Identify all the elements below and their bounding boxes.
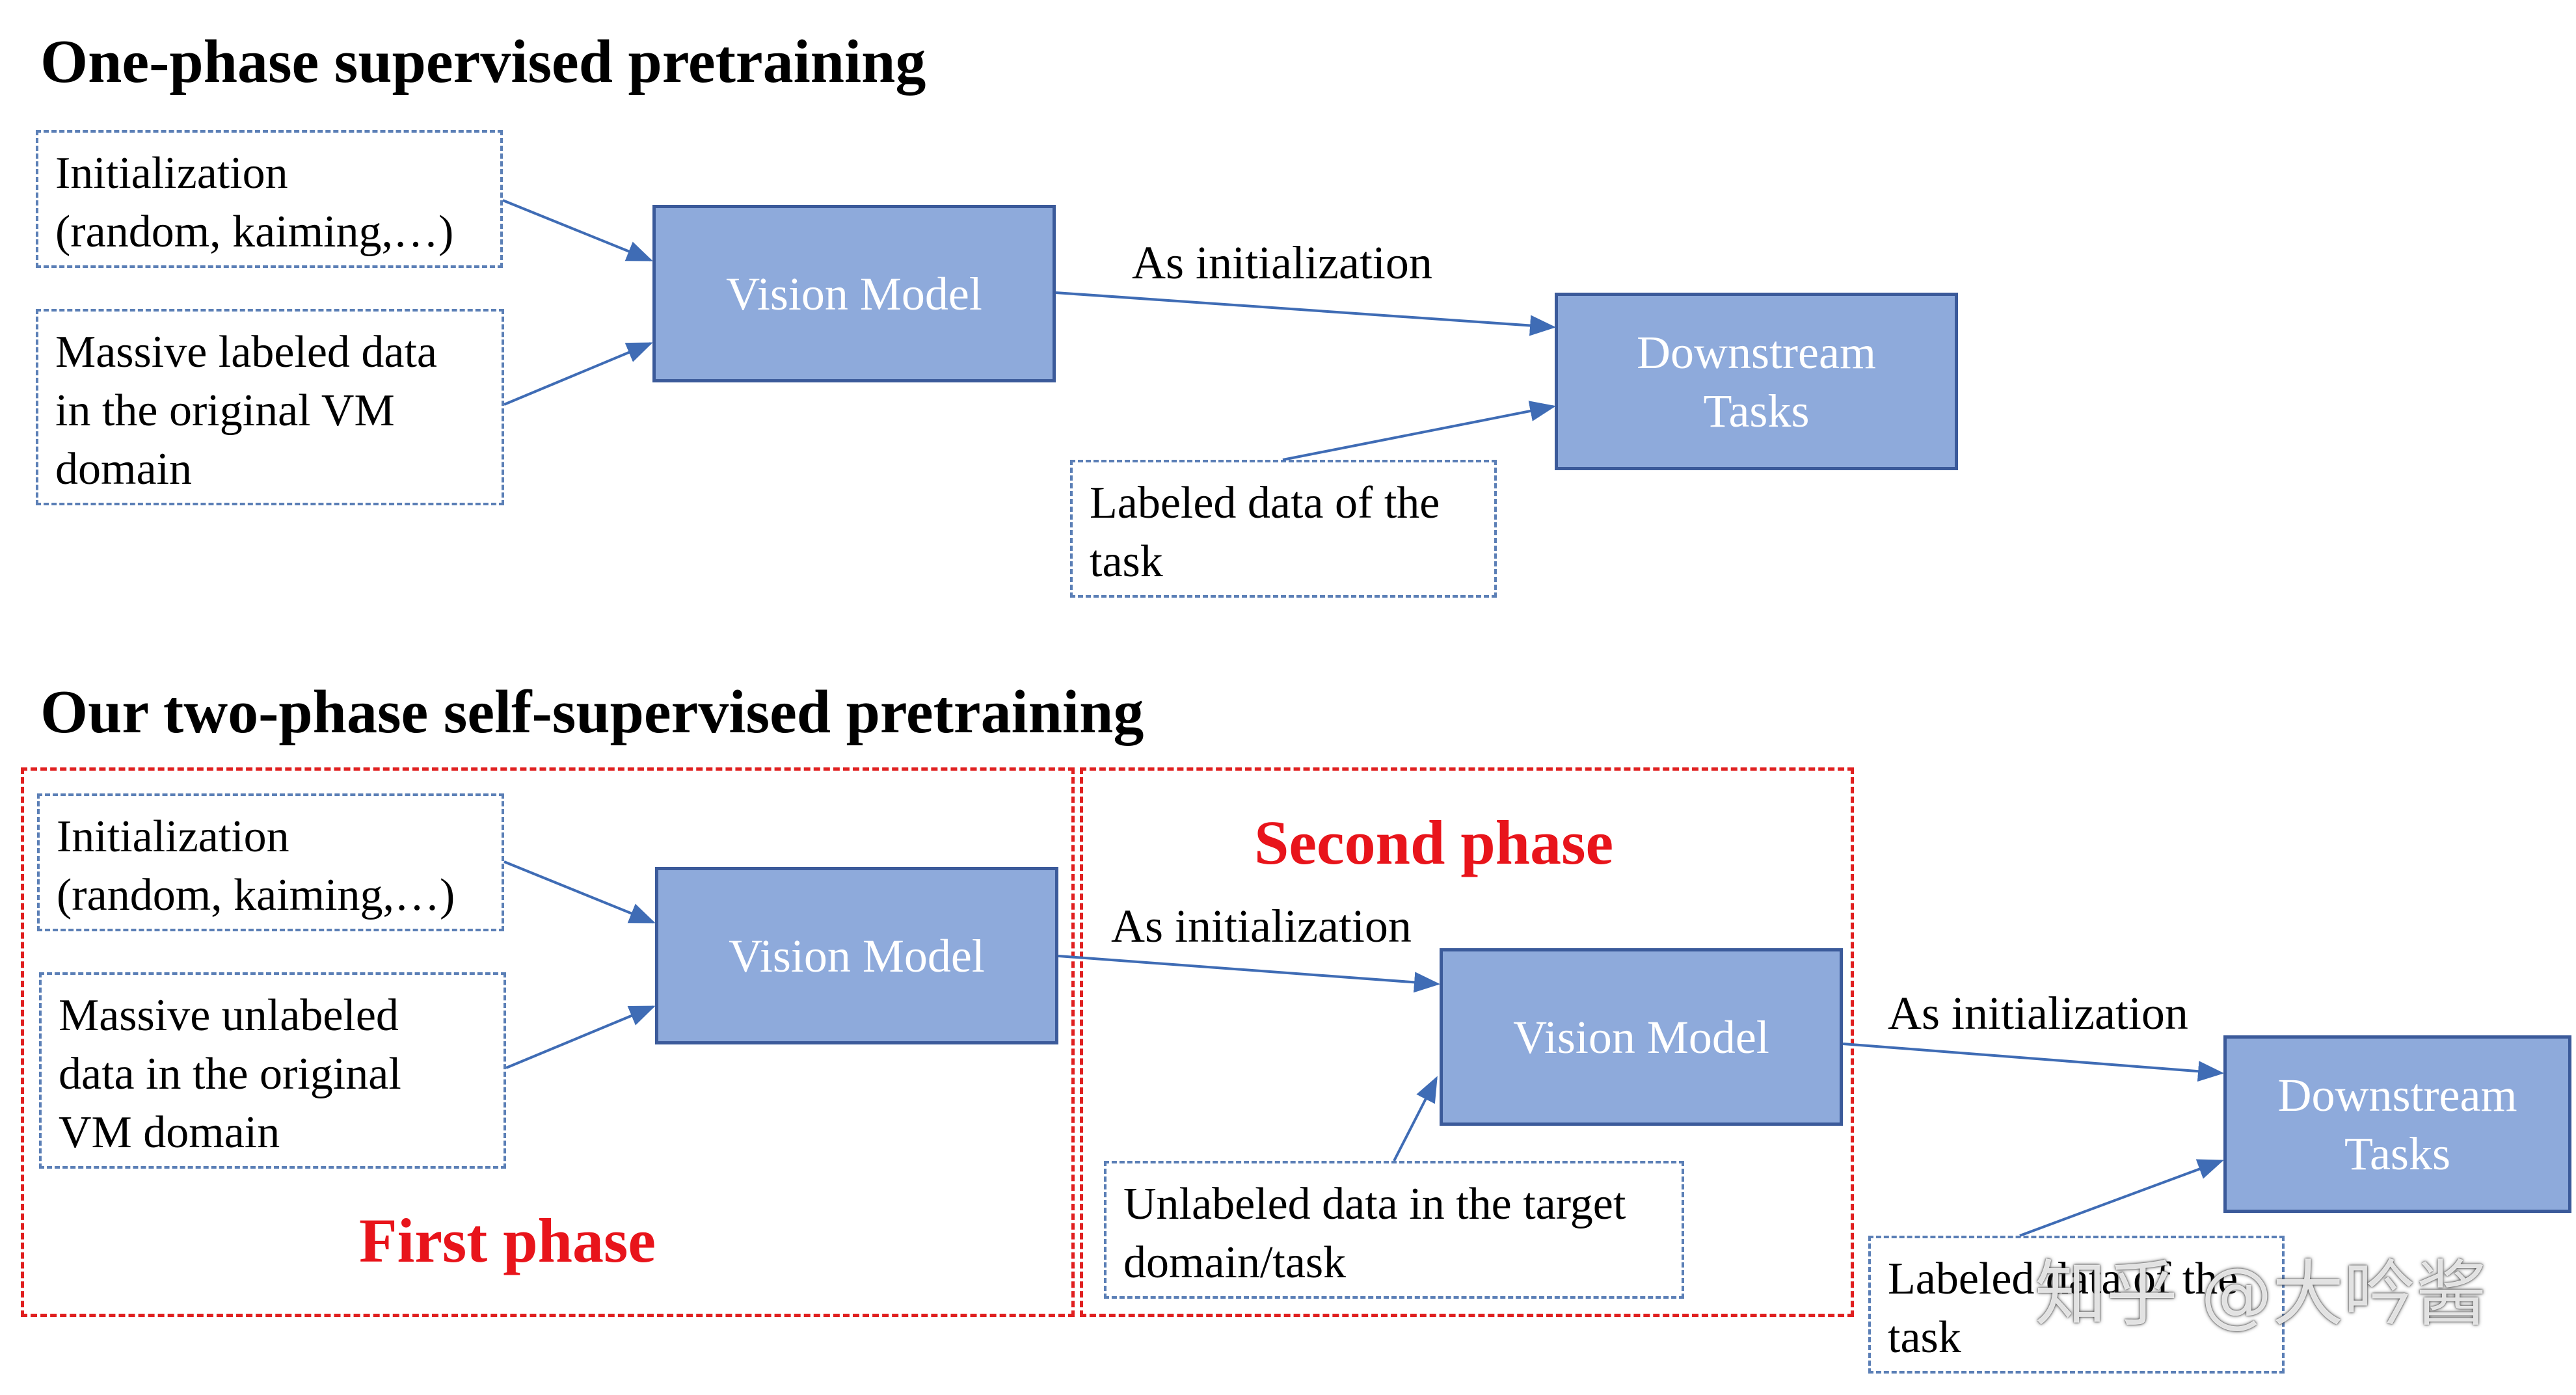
top-data-line-1: Massive labeled data — [55, 327, 438, 377]
top-as-initialization-label: As initialization — [1132, 237, 1432, 289]
bottom-task-data-line-1: Labeled data of the — [1888, 1254, 2238, 1304]
top-downstream-tasks-node: Downstream Tasks — [1555, 293, 1958, 470]
bottom-task-data-line-2: task — [1888, 1312, 1961, 1362]
bottom-data-line-2: data in the original — [59, 1049, 401, 1099]
top-init-line-1: Initialization — [55, 148, 288, 198]
top-downstream-line-2: Tasks — [1703, 384, 1810, 437]
top-vision-model-node: Vision Model — [652, 205, 1056, 382]
top-task-labeled-data-box: Labeled data of the task — [1070, 460, 1497, 598]
bottom-downstream-line-1: Downstream — [2277, 1069, 2517, 1121]
bottom-downstream-line-2: Tasks — [2344, 1127, 2450, 1180]
top-arrow-model-to-downstream — [1055, 291, 1556, 336]
bottom-as-initialization-label-2: As initialization — [1888, 987, 2188, 1039]
top-arrow-taskdata-to-downstream — [1282, 401, 1556, 461]
bottom-vision-model-1-label: Vision Model — [729, 929, 985, 982]
bottom-vision-model-node-1: Vision Model — [655, 867, 1058, 1044]
bottom-unlabeled-data-box: Massive unlabeled data in the original V… — [39, 972, 506, 1169]
bottom-initialization-box: Initialization (random, kaiming,…) — [37, 793, 504, 931]
top-arrow-init-to-model — [502, 199, 653, 261]
second-phase-region — [1080, 767, 1854, 1317]
bottom-data-line-1: Massive unlabeled — [59, 990, 399, 1041]
bottom-arrow-taskdata-to-downstream — [2019, 1159, 2224, 1237]
top-data-line-3: domain — [55, 444, 192, 494]
first-phase-region — [21, 767, 1075, 1317]
bottom-vision-model-2-label: Vision Model — [1513, 1011, 1769, 1063]
top-downstream-line-1: Downstream — [1637, 326, 1876, 379]
top-task-data-line-2: task — [1090, 537, 1163, 587]
bottom-init-line-1: Initialization — [57, 812, 289, 862]
top-labeled-data-box: Massive labeled data in the original VM … — [36, 309, 504, 505]
top-vision-model-label: Vision Model — [726, 267, 982, 320]
watermark: 知乎 @大吟酱 — [2035, 1253, 2487, 1336]
bottom-arrow-model2-to-downstream — [1842, 1043, 2224, 1082]
top-arrow-data-to-model — [503, 342, 653, 406]
bottom-data-line-3: VM domain — [59, 1108, 280, 1158]
bottom-vision-model-node-2: Vision Model — [1440, 948, 1843, 1126]
top-init-line-2: (random, kaiming,…) — [55, 207, 454, 257]
top-title: One-phase supervised pretraining — [40, 28, 926, 96]
bottom-title: Our two-phase self-supervised pretrainin… — [40, 678, 1144, 746]
bottom-downstream-tasks-node: Downstream Tasks — [2223, 1035, 2571, 1213]
bottom-target-data-line-2: domain/task — [1123, 1238, 1347, 1288]
bottom-target-data-line-1: Unlabeled data in the target — [1123, 1179, 1626, 1229]
bottom-init-line-2: (random, kaiming,…) — [57, 870, 455, 920]
bottom-target-data-box: Unlabeled data in the target domain/task — [1104, 1161, 1684, 1299]
top-data-line-2: in the original VM — [55, 386, 395, 436]
bottom-as-initialization-label-1: As initialization — [1111, 900, 1412, 952]
top-task-data-line-1: Labeled data of the — [1090, 478, 1440, 528]
bottom-task-labeled-data-box: Labeled data of the task — [1868, 1236, 2285, 1374]
second-phase-label: Second phase — [1254, 808, 1614, 877]
first-phase-label: First phase — [359, 1206, 656, 1275]
top-initialization-box: Initialization (random, kaiming,…) — [36, 130, 503, 268]
